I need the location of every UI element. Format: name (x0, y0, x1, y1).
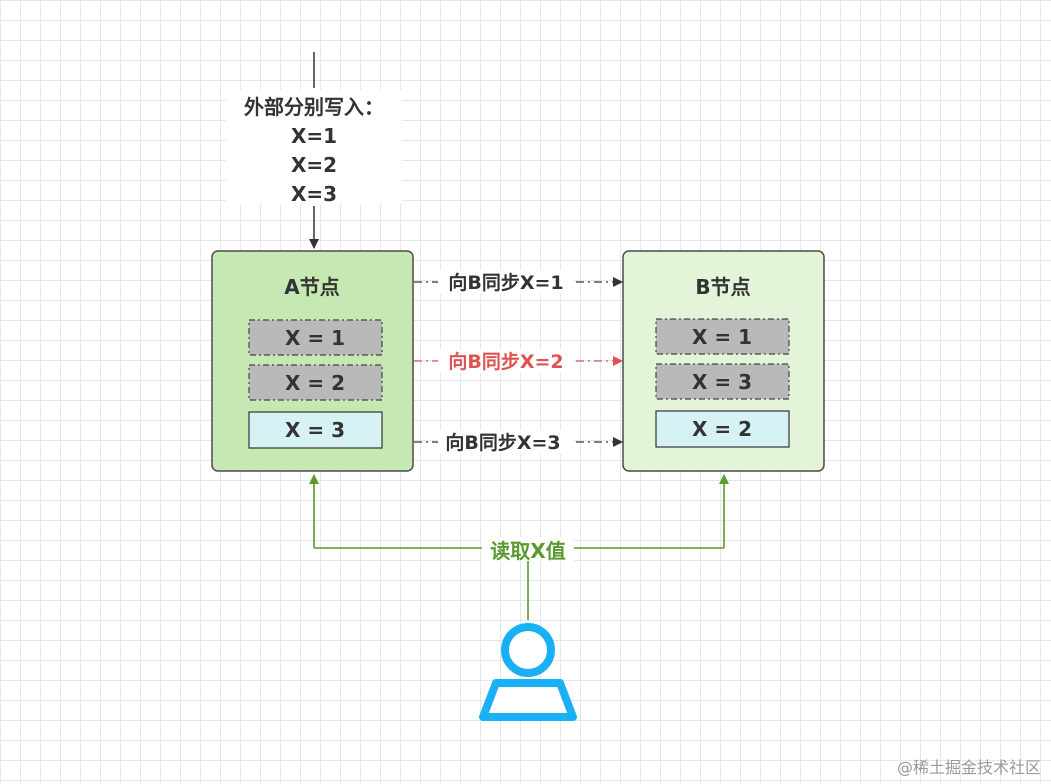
external-write-label-bg (226, 90, 402, 204)
node-b-entry-text: X = 2 (692, 417, 752, 441)
node-b-title: B节点 (695, 275, 750, 299)
user-icon (479, 623, 577, 721)
node-a-entry-stale: X = 2 (248, 364, 383, 401)
node-b-entry-text: X = 1 (692, 325, 752, 349)
node-a-entry-text: X = 2 (285, 371, 345, 395)
node-b: B节点 X = 1 X = 3 X = 2 (622, 250, 825, 472)
sync-label: 向B同步X=1 (448, 271, 563, 294)
read-connector: 读取X值 (309, 474, 729, 620)
watermark: @稀土掘金技术社区 (896, 758, 1041, 777)
node-a-entry-text: X = 3 (285, 418, 345, 442)
node-a-entry-stale: X = 1 (248, 319, 383, 356)
sync-arrow-2-highlighted: 向B同步X=2 (414, 349, 623, 373)
sync-arrow-1: 向B同步X=1 (414, 270, 623, 294)
external-write-value: X=3 (291, 182, 337, 206)
sync-arrow-3: 向B同步X=3 (414, 430, 623, 454)
external-write-value: X=2 (291, 153, 337, 177)
read-label: 读取X值 (490, 539, 565, 563)
node-a-entry-text: X = 1 (285, 326, 345, 350)
node-b-entry-stale: X = 1 (655, 318, 790, 355)
node-a: A节点 X = 1 X = 2 X = 3 (211, 250, 414, 472)
node-b-entry-text: X = 3 (692, 370, 752, 394)
external-write-heading: 外部分别写入： (244, 95, 384, 119)
node-b-entry-current: X = 2 (655, 410, 790, 448)
sync-label: 向B同步X=3 (445, 431, 560, 454)
external-write-value: X=1 (291, 124, 337, 148)
node-b-entry-stale: X = 3 (655, 363, 790, 400)
node-a-entry-current: X = 3 (248, 411, 383, 449)
sync-label: 向B同步X=2 (448, 350, 563, 373)
node-a-title: A节点 (284, 275, 339, 299)
